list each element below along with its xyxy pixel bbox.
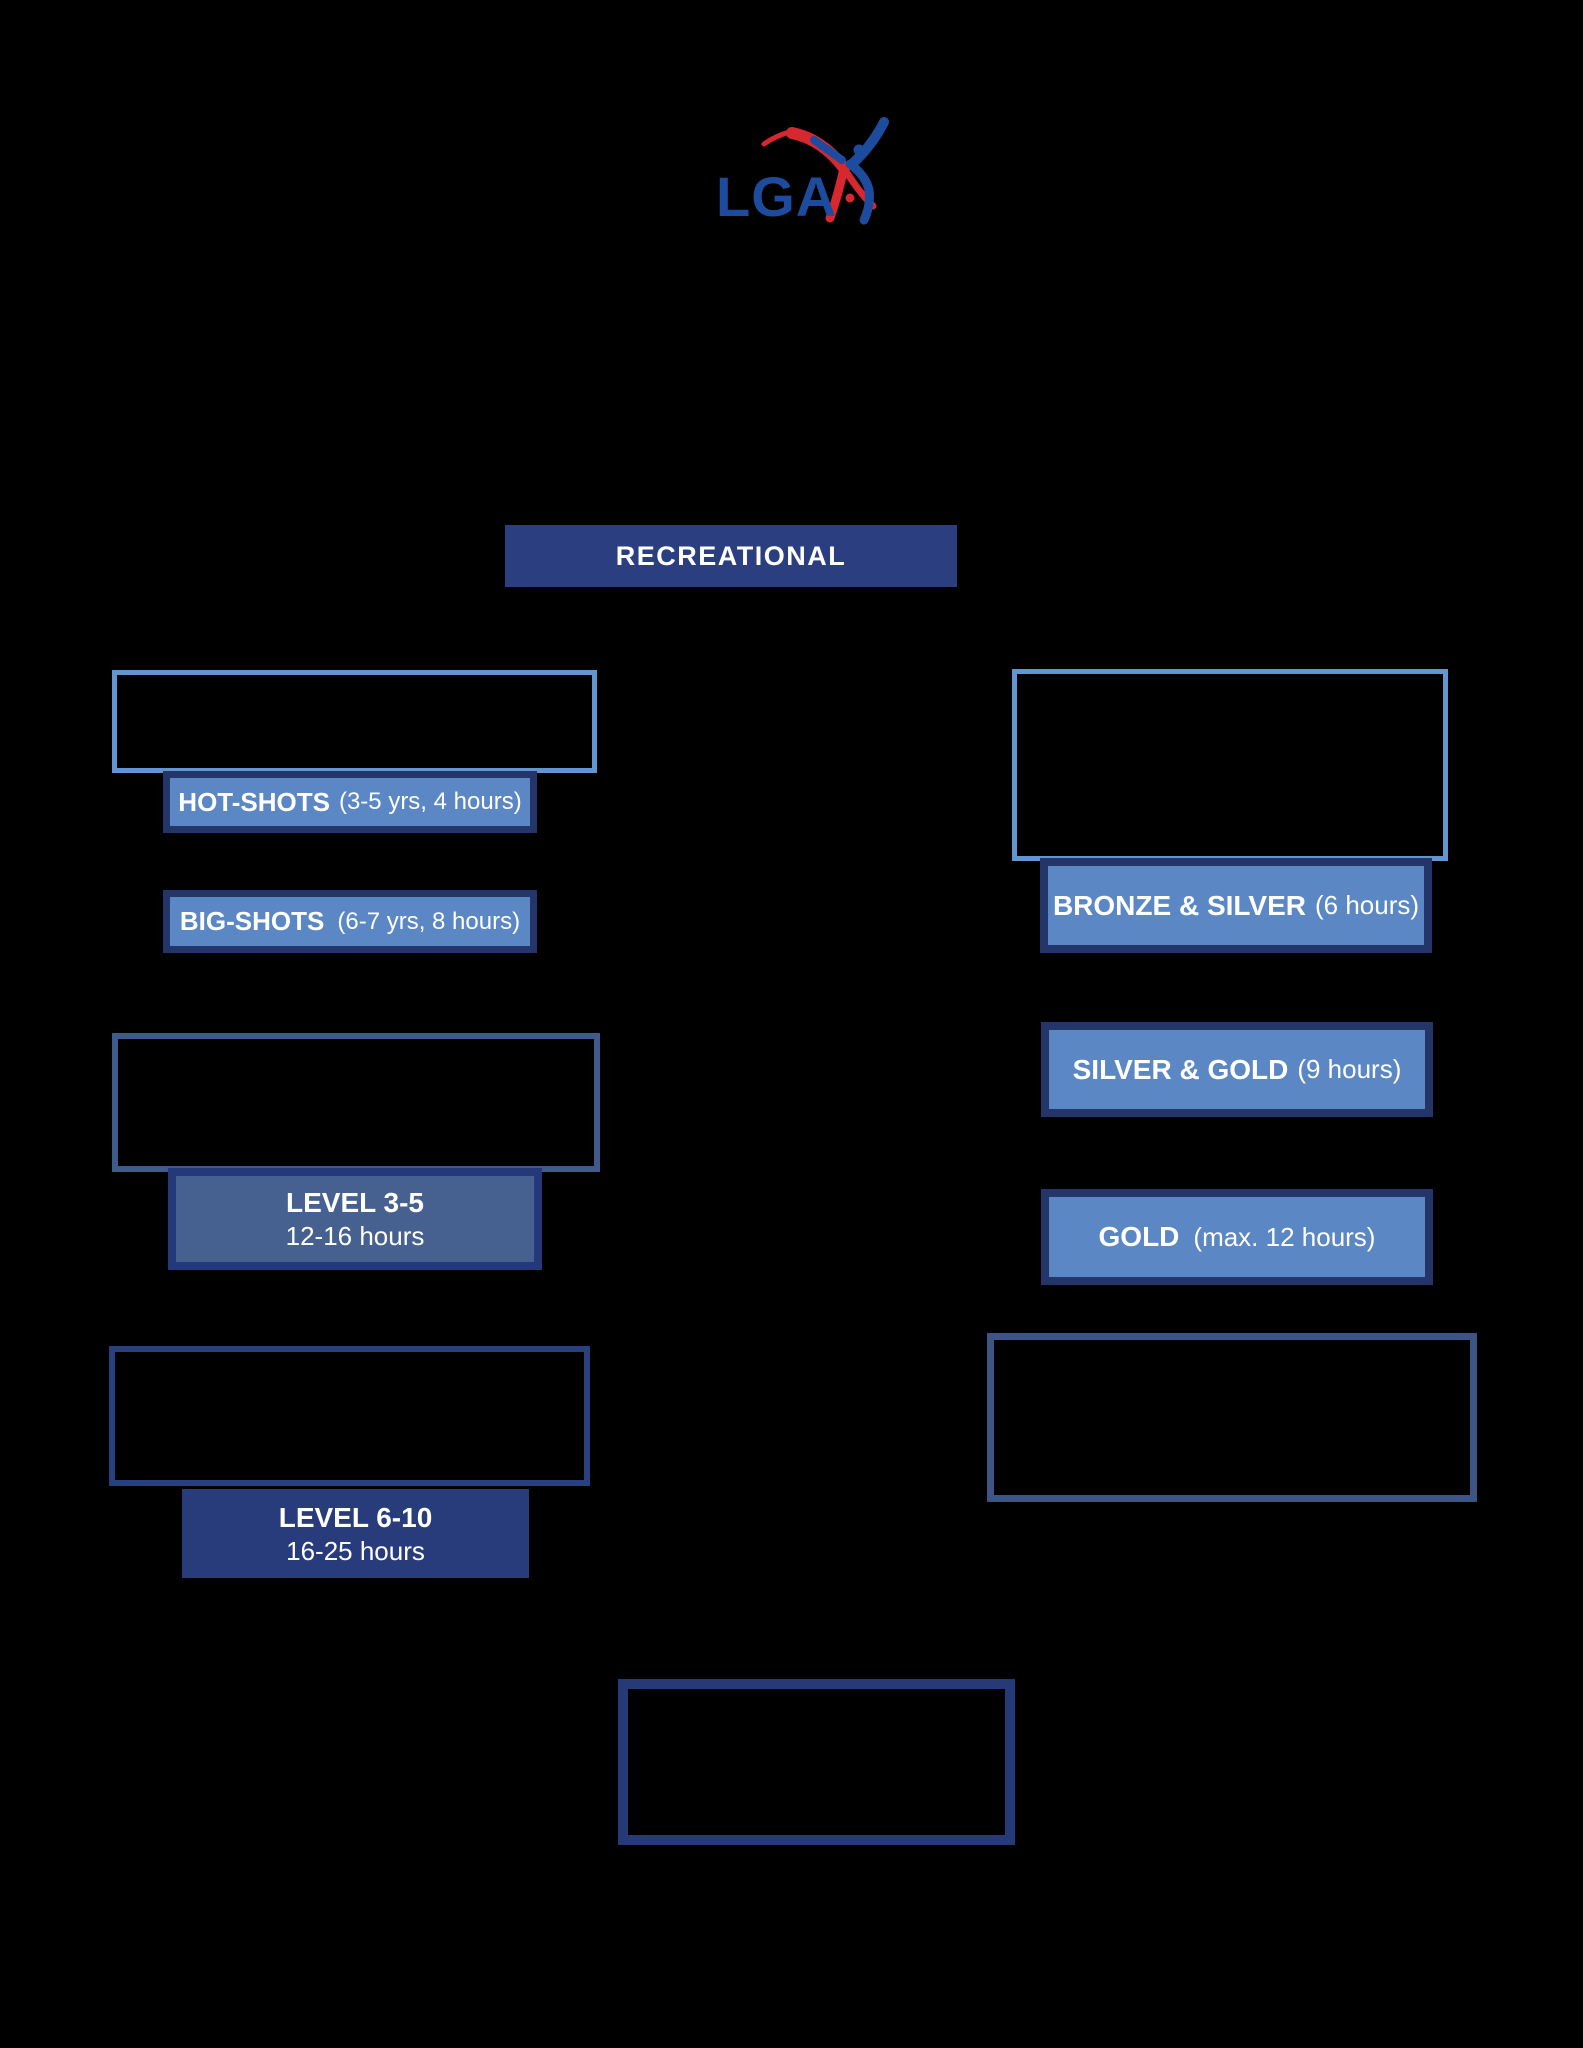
level-panel: LEVEL 6-10 16-25 hours (182, 1489, 529, 1578)
chip-panel: GOLD (max. 12 hours) (1049, 1197, 1425, 1277)
chip-panel: BIG-SHOTS (6-7 yrs, 8 hours) (170, 897, 530, 946)
level-panel: LEVEL 3-5 12-16 hours (176, 1176, 534, 1262)
chip-panel: BRONZE & SILVER (6 hours) (1048, 866, 1424, 945)
level-hours: 12-16 hours (285, 1221, 425, 1252)
chip-panel: HOT-SHOTS (3-5 yrs, 4 hours) (170, 778, 530, 826)
lga-logo-text: LGA (716, 165, 837, 228)
program-chip-bronze-silver: BRONZE & SILVER (6 hours) (1040, 858, 1432, 953)
chip-detail: (9 hours) (1297, 1054, 1402, 1084)
outline-box-bottom-right (987, 1333, 1477, 1502)
chip-title: HOT-SHOTS (178, 786, 330, 817)
chip-detail: (3-5 yrs, 4 hours) (338, 788, 522, 815)
chip-panel: SILVER & GOLD (9 hours) (1049, 1030, 1425, 1109)
club-logo: LGA (716, 117, 889, 228)
level-title: LEVEL 6-10 (278, 1501, 433, 1533)
chip-title: SILVER & GOLD (1072, 1053, 1289, 1085)
outline-box-top-right (1012, 669, 1448, 861)
outline-box-bottom-center (618, 1679, 1015, 1845)
chip-detail: (max. 12 hours) (1193, 1221, 1376, 1252)
program-box-level-6-10: LEVEL 6-10 16-25 hours (182, 1489, 529, 1578)
blue-gymnast-icon (810, 117, 889, 225)
chip-detail: (6 hours) (1315, 890, 1420, 920)
outline-box-top-left (112, 670, 597, 773)
level-hours: 16-25 hours (286, 1535, 425, 1566)
program-chip-gold: GOLD (max. 12 hours) (1041, 1189, 1433, 1285)
chip-detail: (6-7 yrs, 8 hours) (337, 907, 521, 935)
chip-title: GOLD (1098, 1221, 1180, 1252)
recreational-header: RECREATIONAL (505, 525, 957, 587)
level-title: LEVEL 3-5 (286, 1187, 424, 1219)
program-chip-silver-gold: SILVER & GOLD (9 hours) (1041, 1022, 1433, 1117)
chip-title: BRONZE & SILVER (1052, 889, 1306, 921)
outline-box-bottom-left (109, 1346, 590, 1486)
program-chip-hot-shots: HOT-SHOTS (3-5 yrs, 4 hours) (163, 771, 537, 833)
program-chip-big-shots: BIG-SHOTS (6-7 yrs, 8 hours) (163, 890, 537, 953)
chip-title: BIG-SHOTS (179, 906, 325, 936)
program-box-level-3-5: LEVEL 3-5 12-16 hours (168, 1168, 542, 1270)
outline-box-mid-left (112, 1033, 600, 1172)
recreational-header-label: RECREATIONAL (615, 540, 847, 571)
